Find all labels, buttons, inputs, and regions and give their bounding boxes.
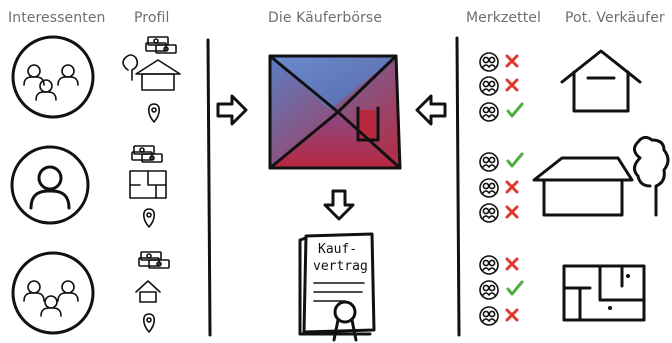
- cross-mark-icon: [505, 54, 519, 68]
- left-divider: [206, 38, 212, 337]
- money-icon: [138, 251, 170, 269]
- location-pin-icon: [142, 208, 156, 228]
- small-house-icon: [135, 280, 161, 303]
- cross-mark-icon: [505, 78, 519, 92]
- cross-mark-icon: [505, 308, 519, 322]
- contract-title-line2: vertrag: [313, 259, 368, 274]
- kaufvertrag-document-icon: Kauf- vertrag: [298, 232, 376, 342]
- interessent-single-icon: [10, 145, 90, 225]
- merkzettel-column: [479, 52, 524, 326]
- money-icon: [131, 145, 163, 163]
- heading-kauferboerse: Die Käuferbörse: [268, 10, 383, 26]
- contract-title-line1: Kauf-: [318, 242, 357, 257]
- arrow-to-center-icon: [216, 94, 248, 126]
- arrow-down-icon: [323, 189, 355, 221]
- floorplan-icon: [129, 170, 167, 199]
- arrow-from-sellers-icon: [415, 94, 447, 126]
- check-mark-icon: [506, 280, 524, 296]
- heading-interessenten: Interessenten: [8, 10, 106, 26]
- interessent-group-icon-2: [11, 251, 95, 335]
- cross-mark-icon: [505, 257, 519, 271]
- cross-mark-icon: [505, 205, 519, 219]
- check-mark-icon: [506, 102, 524, 118]
- location-pin-icon: [142, 313, 156, 333]
- seller-house-icon-2: [532, 135, 670, 217]
- heading-verkaeufer: Pot. Verkäufer: [565, 10, 665, 26]
- cross-mark-icon: [505, 180, 519, 194]
- heading-merkzettel: Merkzettel: [466, 10, 541, 26]
- profil-column: [122, 36, 181, 333]
- interessent-group-icon-1: [11, 35, 95, 119]
- right-divider: [455, 36, 461, 337]
- heading-profil: Profil: [134, 10, 170, 26]
- seller-floorplan-icon: [562, 264, 646, 322]
- kauferboerse-logo-icon: [268, 54, 402, 170]
- location-pin-icon: [147, 103, 161, 123]
- house-tree-icon: [122, 54, 181, 91]
- check-mark-icon: [506, 152, 524, 168]
- seller-house-icon-1: [560, 49, 642, 113]
- money-icon: [145, 36, 177, 54]
